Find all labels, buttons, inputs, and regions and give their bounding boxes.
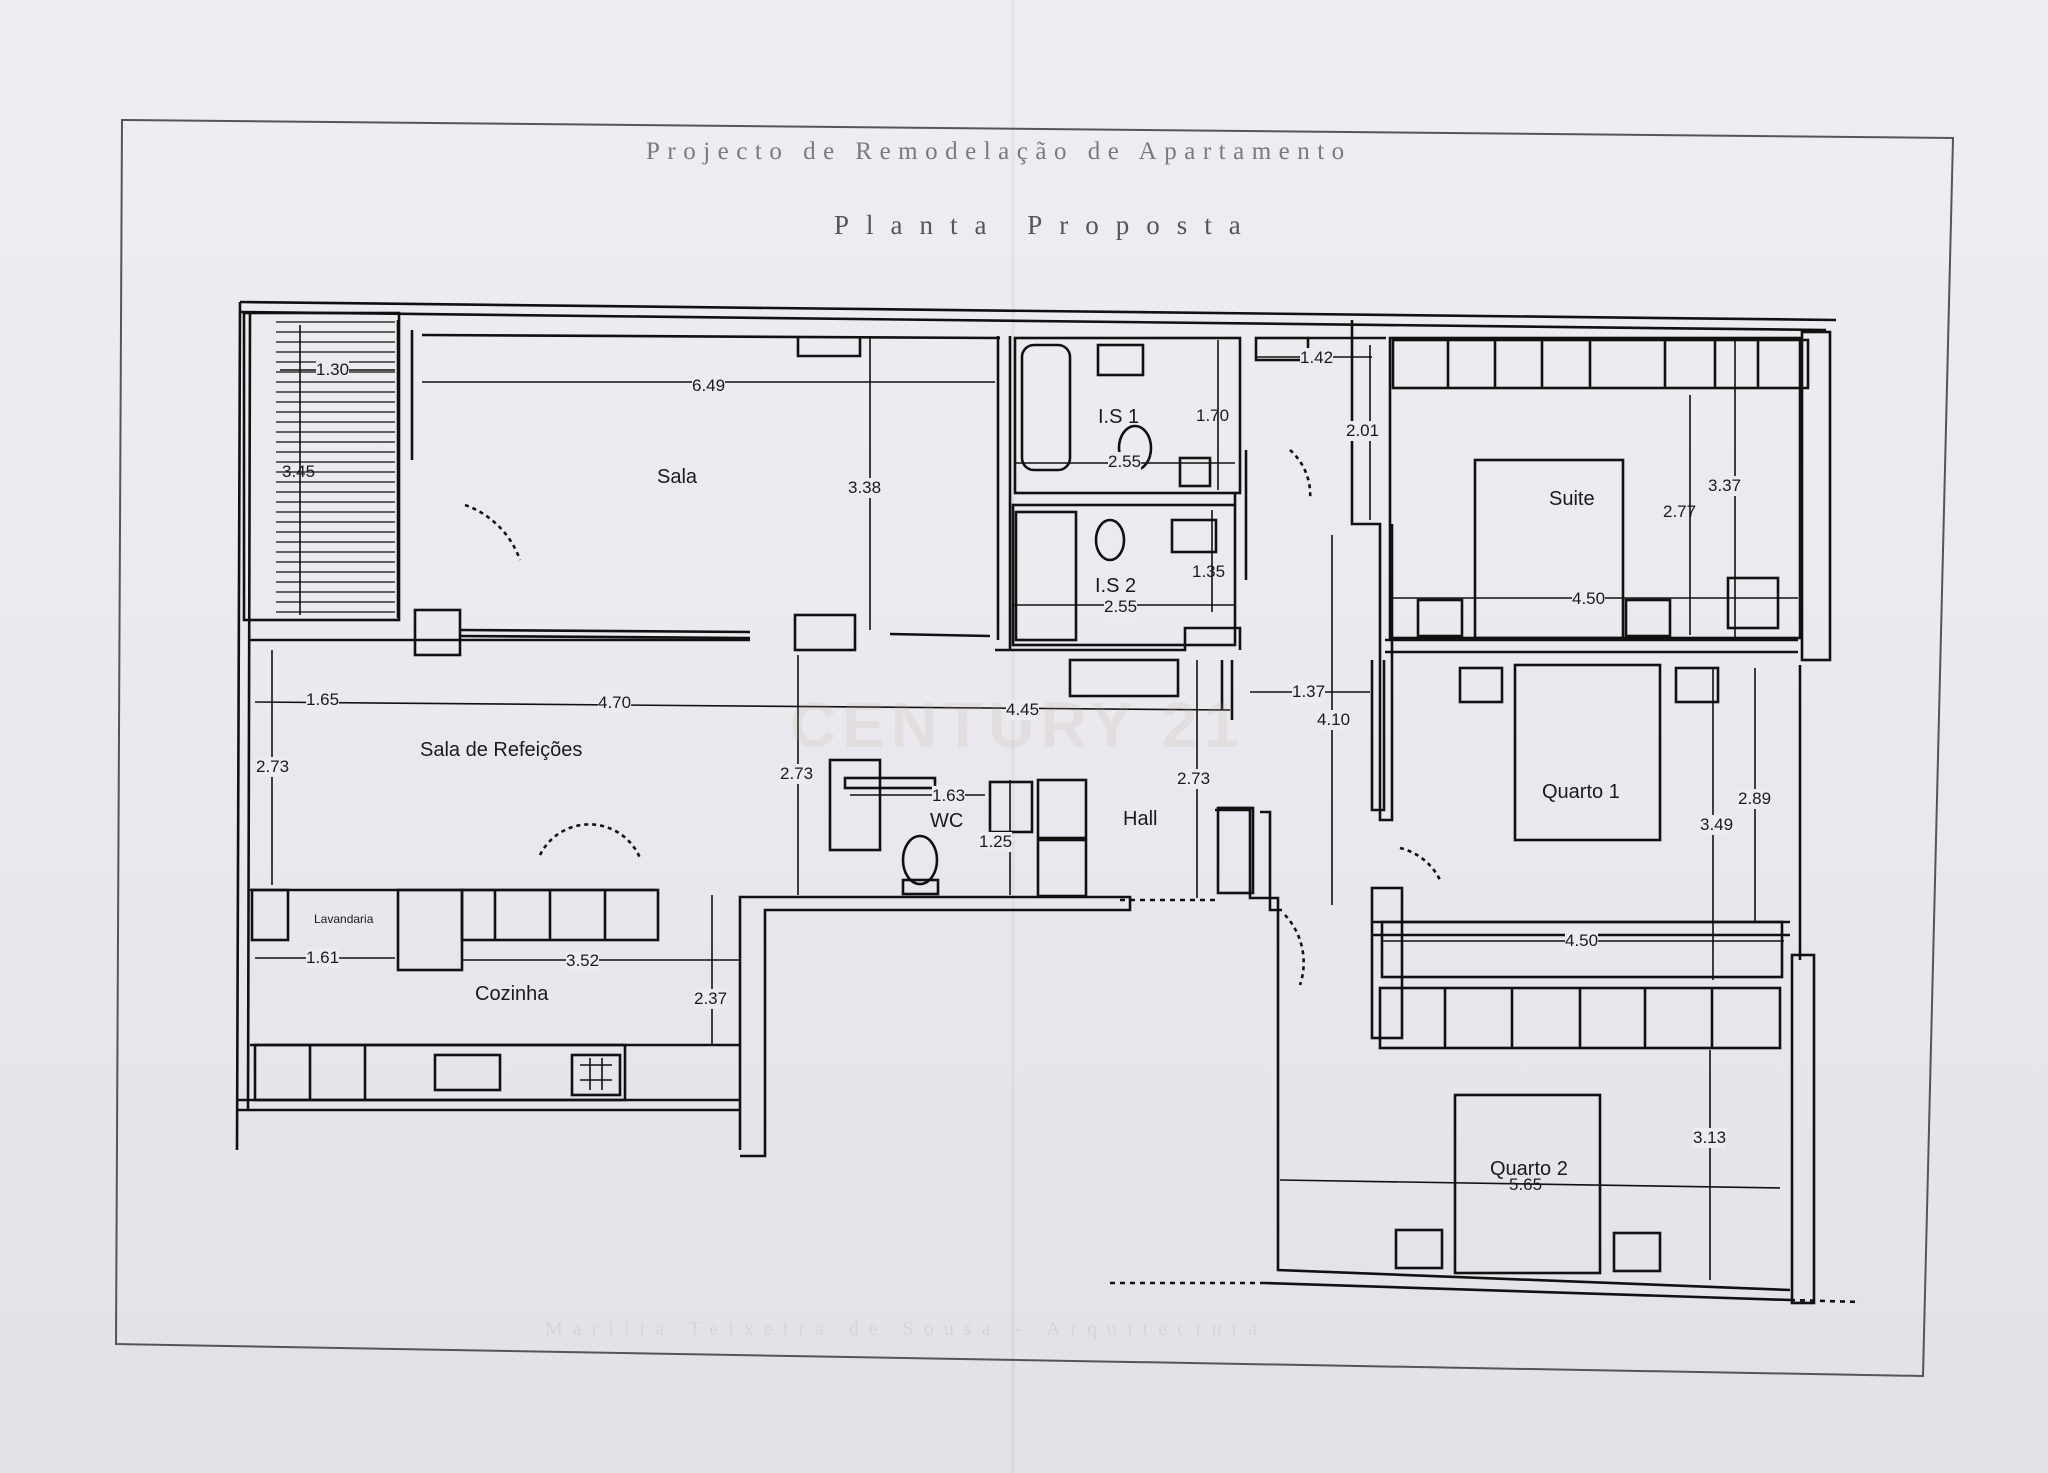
room-label-quarto1: Quarto 1 xyxy=(1542,781,1620,803)
dim-corridor-width: 1.37 xyxy=(1292,682,1326,702)
dim-top-corridor: 1.42 xyxy=(1300,348,1334,368)
dim-sala-length: 6.49 xyxy=(692,376,726,396)
dim-dining-height: 2.73 xyxy=(256,757,290,777)
dim-is2-height: 1.35 xyxy=(1192,562,1226,581)
room-label-sala-refeicoes: Sala de Refeições xyxy=(420,739,583,761)
dim-dining-right-height: 2.73 xyxy=(780,764,814,784)
balcony-hatch xyxy=(276,321,395,613)
dim-wc-width: 1.63 xyxy=(932,786,966,806)
dim-quarto2-width: 5.65 xyxy=(1509,1175,1543,1194)
room-label-lavandaria: Lavandaria xyxy=(314,912,374,926)
room-label-wc: WC xyxy=(930,810,964,832)
dim-suite-depth: 2.77 xyxy=(1663,502,1697,521)
dim-corridor-length: 4.10 xyxy=(1317,710,1351,730)
room-label-cozinha: Cozinha xyxy=(475,983,549,1005)
dim-hall-length: 4.45 xyxy=(1006,700,1040,720)
dim-wc-height: 1.25 xyxy=(979,832,1013,852)
dim-is2-width: 2.55 xyxy=(1104,597,1138,617)
dim-hall-height: 2.73 xyxy=(1177,769,1211,789)
dim-dining-left: 1.65 xyxy=(306,690,340,710)
dim-suite-outer: 3.37 xyxy=(1708,476,1742,496)
dim-lavandaria-width: 1.61 xyxy=(306,948,340,968)
project-title: Projecto de Remodelação de Apartamento xyxy=(646,138,1352,165)
dim-is1-height: 1.70 xyxy=(1196,406,1230,425)
dim-balcony-width: 1.30 xyxy=(316,360,350,380)
dim-is1-width: 2.55 xyxy=(1108,452,1142,472)
dim-quarto1-height-a: 2.89 xyxy=(1738,789,1772,809)
dim-quarto1-height-b: 3.49 xyxy=(1700,815,1734,835)
room-label-is2: I.S 2 xyxy=(1095,575,1137,597)
room-label-quarto2: Quarto 2 xyxy=(1490,1158,1568,1180)
dim-quarto1-width: 4.50 xyxy=(1565,931,1599,951)
paper-fold xyxy=(1010,0,1016,1473)
room-label-is1: I.S 1 xyxy=(1098,406,1140,428)
dim-sala-width: 3.38 xyxy=(848,478,882,498)
dim-suite-width: 4.50 xyxy=(1572,589,1606,609)
dim-dining-mid: 4.70 xyxy=(598,693,632,713)
room-label-suite: Suite xyxy=(1549,488,1595,510)
kitchen-fixtures xyxy=(580,1058,612,1090)
dim-balcony-length: 3.45 xyxy=(282,462,316,481)
room-label-sala: Sala xyxy=(657,466,698,488)
room-label-hall: Hall xyxy=(1123,808,1158,830)
architect-footer: Marília Teixeira de Sousa - Arquitectura xyxy=(545,1318,1268,1340)
plan-subtitle: Planta Proposta xyxy=(834,210,1258,240)
dim-quarto2-height: 3.13 xyxy=(1693,1128,1727,1148)
dim-cozinha-width: 3.52 xyxy=(566,951,600,971)
sheet-frame xyxy=(114,118,1955,1378)
dim-cozinha-height: 2.37 xyxy=(694,989,728,1009)
dim-corridor-depth: 2.01 xyxy=(1346,421,1380,441)
walls xyxy=(235,300,1861,1305)
